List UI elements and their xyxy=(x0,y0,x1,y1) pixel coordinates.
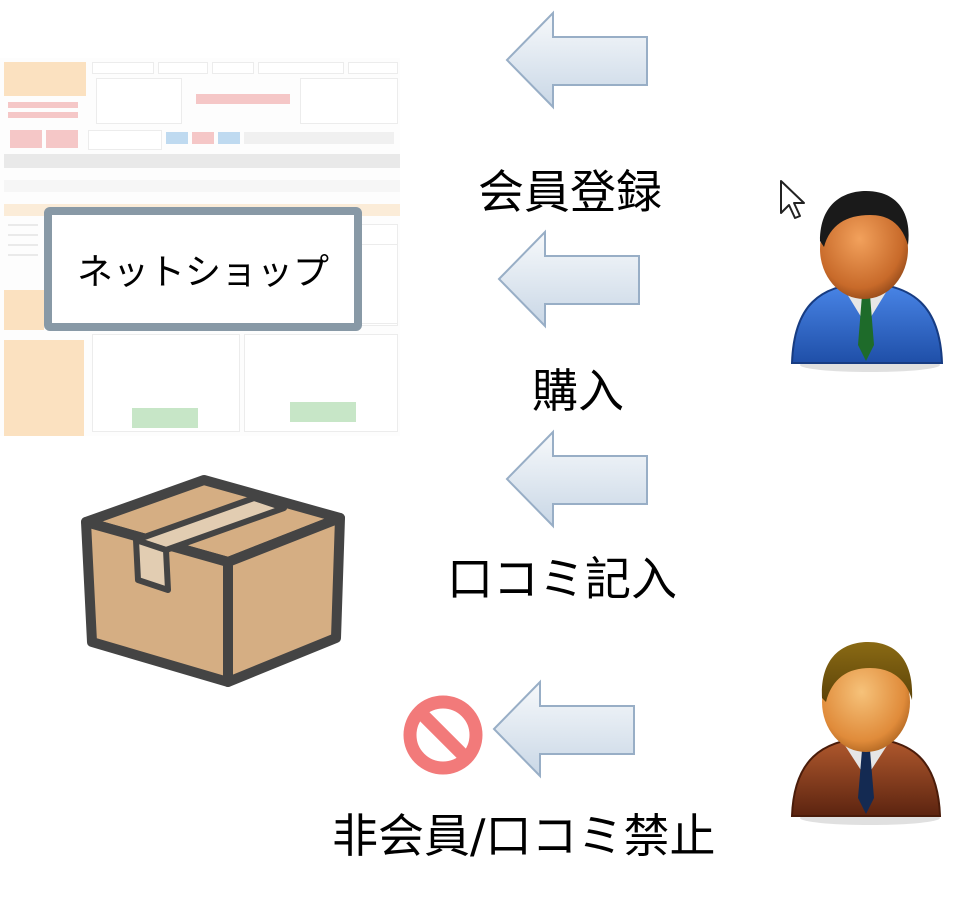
prohibit-icon xyxy=(403,695,483,775)
arrow-left-icon-register xyxy=(505,10,648,110)
mouse-pointer-icon xyxy=(780,180,805,219)
step-label-purchase: 購入 xyxy=(532,364,624,418)
net-shop-label-text: ネットショップ xyxy=(76,252,329,293)
arrow-left-icon-non-member xyxy=(492,679,635,779)
non-member-person-icon xyxy=(790,642,942,825)
net-shop-label: ネットショップ xyxy=(44,207,362,331)
step-label-review: 口コミ記入 xyxy=(447,552,677,606)
arrow-left-icon-review xyxy=(505,429,648,529)
member-person-icon xyxy=(790,191,944,372)
non-member-label: 非会員/口コミ禁止 xyxy=(332,809,716,863)
cardboard-box-icon xyxy=(81,475,345,687)
arrow-left-icon-purchase xyxy=(497,229,640,329)
step-label-register: 会員登録 xyxy=(478,165,662,219)
